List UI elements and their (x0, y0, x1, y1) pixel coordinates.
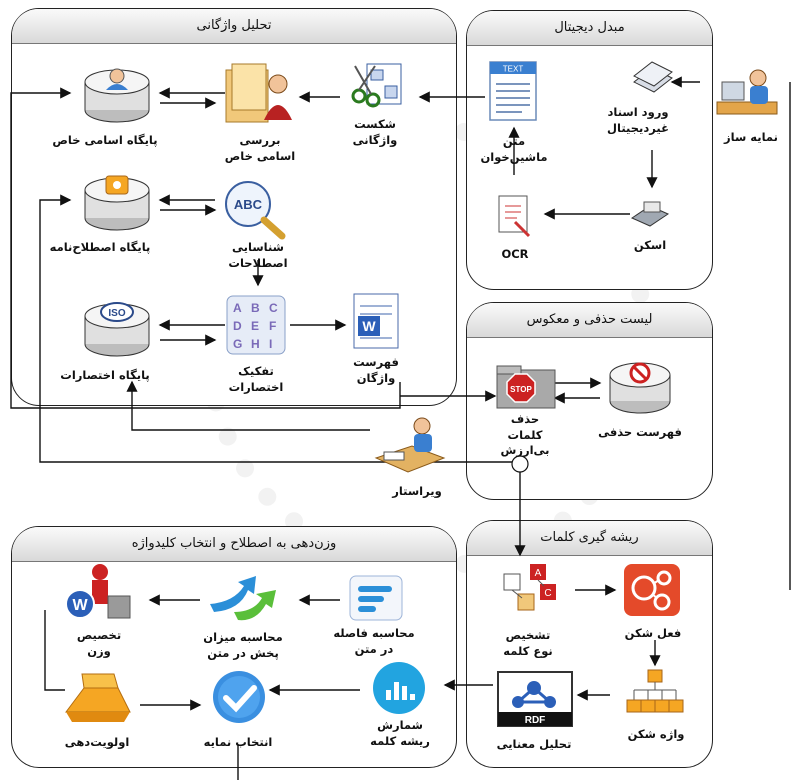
proper-names-label: بررسی اسامی خاص (224, 133, 296, 163)
svg-text:W: W (362, 318, 376, 334)
panel-title-digital: مبدل دیجیتال (467, 11, 712, 46)
panel-title-stemming: ریشه گیری کلمات (467, 521, 712, 556)
abbr-sep-label: تفکیک اختصارات (228, 364, 284, 394)
rdf-semantic-icon: RDF (496, 670, 574, 728)
rdf-text: RDF (525, 715, 546, 726)
svg-text:F: F (269, 319, 276, 333)
panel-title-lexical: تحلیل واژگانی (12, 9, 456, 44)
word-break-scissors-icon (345, 58, 415, 110)
svg-text:C: C (544, 588, 551, 599)
term-search-icon: ABC (222, 178, 288, 240)
scanner-docs-icon (630, 58, 674, 98)
iso-text: ISO (108, 308, 125, 319)
priority-bars-icon (58, 668, 138, 726)
ocr-label: OCR (501, 247, 529, 261)
indexer-person-icon (712, 62, 782, 124)
thesaurus-db-label: پایگاه اصطلاح‌نامه (49, 240, 151, 254)
verb-break-label: فعل شکن (624, 626, 682, 640)
svg-text:H: H (251, 337, 260, 351)
thesaurus-db-icon (80, 170, 154, 234)
doc-spread-arrows-icon (204, 572, 282, 626)
word-break-label: شکست واژگانی (352, 117, 398, 147)
vocab-list-label: فهرست واژگان (353, 355, 399, 385)
svg-text:A: A (233, 301, 242, 315)
editor-label: ویراستار (392, 484, 442, 498)
index-select-label: انتخاب نمایه (203, 735, 273, 749)
panel-title-weighting: وزن‌دهی به اصطلاح و انتخاب کلیدواژه (12, 527, 456, 562)
indexer-label: نمایه ساز (724, 130, 778, 144)
svg-text:D: D (233, 319, 242, 333)
stop-text: STOP (510, 385, 532, 394)
term-id-label: شناسایی اصطلاحات (228, 240, 288, 270)
doc-distance-icon (346, 572, 406, 624)
stopword-remove-label: حذف کلمات بی‌ارزش (500, 412, 550, 458)
stop-list-label: فهرست حذفی (598, 425, 682, 439)
proper-db-label: پایگاه اسامی خاص (52, 133, 158, 147)
abbr-db-icon: ISO (80, 296, 154, 360)
proper-db-icon (80, 62, 154, 126)
root-count-chart-icon (368, 658, 430, 718)
text-document-icon: TEXT (486, 58, 540, 124)
svg-text:A: A (535, 568, 542, 579)
scan-label: اسکن (633, 238, 667, 252)
verb-break-icon (620, 560, 684, 620)
root-count-label: شمارش ریشه کلمه (370, 718, 430, 748)
ocr-icon (495, 192, 535, 238)
svg-text:C: C (269, 301, 278, 315)
semantic-label: تحلیل معنایی (496, 737, 572, 751)
proper-names-folder-icon (220, 60, 300, 132)
word-break2-label: واژه شکن (627, 727, 685, 741)
doc-distance-label: محاسبه فاصله در متن (333, 626, 415, 656)
input-docs-label: ورود اسناد غیردیجیتال (607, 105, 669, 135)
word-type-label: تشخیص نوع کلمه (503, 628, 553, 658)
abc-text: ABC (234, 197, 263, 212)
svg-text:G: G (233, 337, 242, 351)
txt-badge: TEXT (503, 65, 524, 74)
panel-weighting: وزن‌دهی به اصطلاح و انتخاب کلیدواژه (11, 526, 457, 768)
panel-title-stoplist: لیست حذفی و معکوس (467, 303, 712, 338)
vocab-word-doc-icon: W (348, 288, 404, 352)
word-break-tree-icon (624, 668, 686, 720)
weight-word-icon: W (62, 560, 138, 626)
doc-spread-label: محاسبه میزان پخش در متن (203, 630, 283, 660)
scanner-icon (630, 198, 670, 230)
machine-text-label: متن ماشین‌خوان (480, 134, 548, 164)
stop-folder-icon: STOP (495, 362, 557, 410)
svg-text:E: E (251, 319, 259, 333)
editor-person-icon (372, 412, 446, 476)
stop-list-db-icon (604, 355, 676, 417)
priority-label: اولویت‌دهی (64, 735, 130, 749)
abbr-db-label: پایگاه اختصارات (60, 368, 150, 382)
svg-text:B: B (251, 301, 260, 315)
svg-text:W: W (72, 597, 88, 614)
weight-label: تخصیص وزن (76, 628, 122, 658)
index-select-check-icon (210, 668, 268, 726)
svg-text:I: I (269, 337, 272, 351)
